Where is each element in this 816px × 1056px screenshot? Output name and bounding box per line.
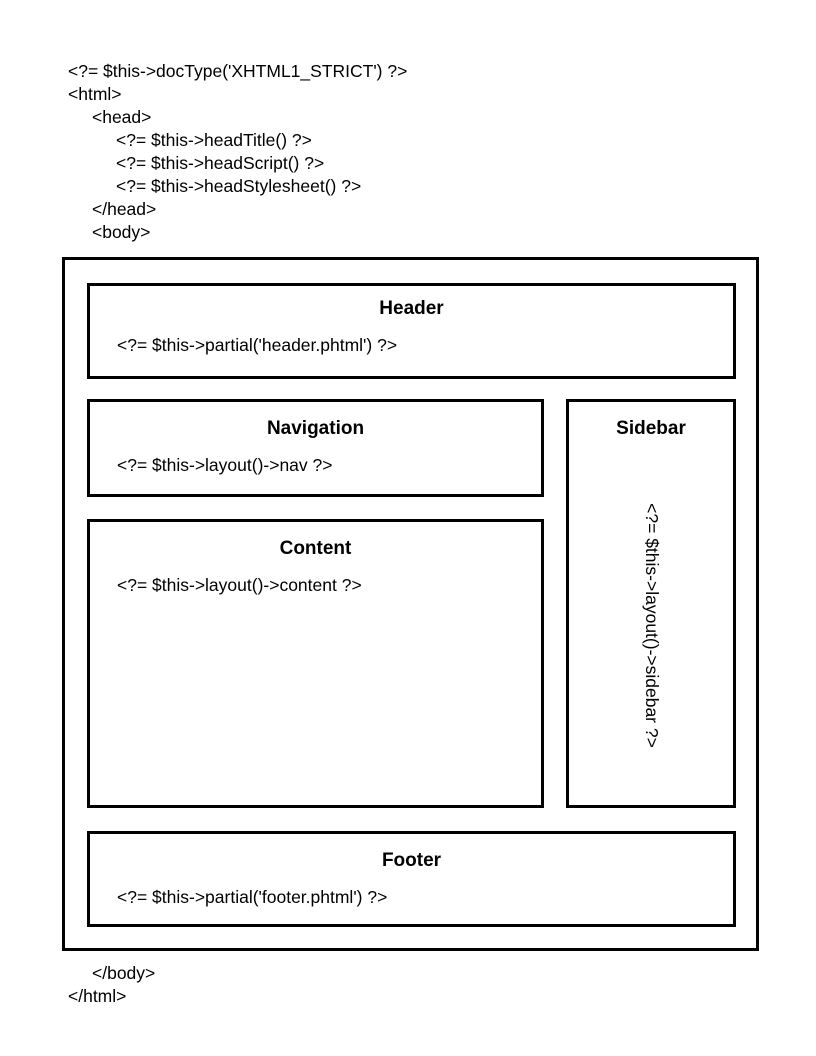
footer-region-code: <?= $this->partial('footer.phtml') ?> [117,887,388,907]
code-line-html-close: </html> [68,986,127,1006]
code-line-doctype: <?= $this->docType('XHTML1_STRICT') ?> [68,61,408,81]
content-region-code: <?= $this->layout()->content ?> [117,575,362,595]
sidebar-region-box[interactable] [566,399,736,808]
header-region-code: <?= $this->partial('header.phtml') ?> [117,335,398,355]
content-region-box[interactable] [87,519,544,808]
header-region-title: Header [379,298,444,319]
code-line-head-open: <head> [92,107,152,127]
code-line-head-script: <?= $this->headScript() ?> [116,153,325,173]
content-region-title: Content [279,538,352,559]
navigation-region-title: Navigation [266,418,365,439]
footer-region-title: Footer [381,850,442,871]
sidebar-region-title: Sidebar [616,418,686,439]
code-line-head-stylesheet: <?= $this->headStylesheet() ?> [116,176,362,196]
code-line-head-close: </head> [92,199,157,219]
code-line-html-open: <html> [68,84,122,104]
navigation-region-box[interactable] [87,399,544,497]
sidebar-region-code: <?= $this->layout()->sidebar ?> [641,502,662,748]
code-line-head-title: <?= $this->headTitle() ?> [116,130,312,150]
code-line-body-open: <body> [92,222,151,242]
navigation-region-code: <?= $this->layout()->nav ?> [117,455,333,475]
footer-region-box[interactable] [87,831,736,927]
header-region-box[interactable] [87,283,736,379]
code-line-body-close: </body> [92,963,156,983]
